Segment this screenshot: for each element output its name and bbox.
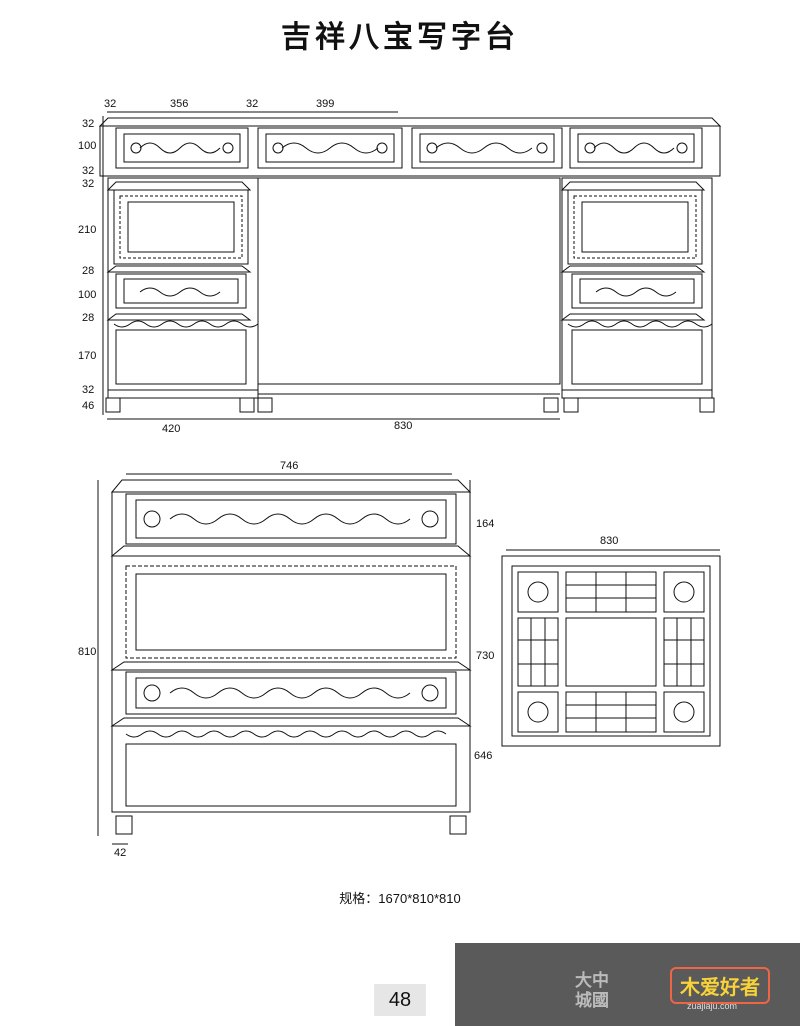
watermark-left-line-1: 大中	[575, 971, 609, 991]
dim-top-view-depth: 730	[476, 650, 495, 662]
dim-side-right-2: 646	[474, 750, 493, 762]
watermark-logo: 木爱好者	[670, 967, 770, 1004]
dim-top-3: 32	[246, 98, 259, 110]
watermark-left-line-2: 城國	[575, 991, 609, 1011]
top-view	[501, 549, 721, 747]
spec-text: 规格：1670*810*810	[339, 891, 461, 906]
front-view	[98, 111, 722, 420]
watermark-left-text: 大中 城國	[575, 971, 609, 1011]
dim-left-6: 28	[82, 265, 95, 277]
dim-left-9: 170	[78, 350, 97, 362]
dim-top-view-width: 830	[600, 535, 619, 547]
dim-left-8: 28	[82, 312, 95, 324]
page-number: 48	[374, 984, 426, 1016]
dim-top-1: 32	[104, 98, 117, 110]
dim-bottom-1: 420	[162, 423, 181, 435]
dim-left-4: 32	[82, 178, 95, 190]
dim-side-height: 810	[78, 646, 97, 658]
dim-left-7: 100	[78, 289, 97, 301]
dim-left-1: 32	[82, 118, 95, 130]
dim-bottom-2: 830	[394, 420, 413, 432]
watermark-banner: 大中 城國 木爱好者 zuajiaju.com	[455, 943, 800, 1026]
watermark-url: zuajiaju.com	[687, 1001, 738, 1011]
dim-top-2: 356	[170, 98, 189, 110]
dim-side-right-1: 164	[476, 518, 495, 530]
dim-left-11: 46	[82, 400, 95, 412]
dim-left-10: 32	[82, 384, 95, 396]
dim-left-3: 32	[82, 165, 95, 177]
dim-left-5: 210	[78, 224, 97, 236]
page-title: 吉祥八宝写字台	[281, 20, 519, 55]
dim-left-2: 100	[78, 140, 97, 152]
dim-top-4: 399	[316, 98, 335, 110]
dim-side-foot: 42	[114, 847, 127, 859]
dim-side-width: 746	[280, 460, 299, 472]
side-view	[97, 473, 472, 845]
